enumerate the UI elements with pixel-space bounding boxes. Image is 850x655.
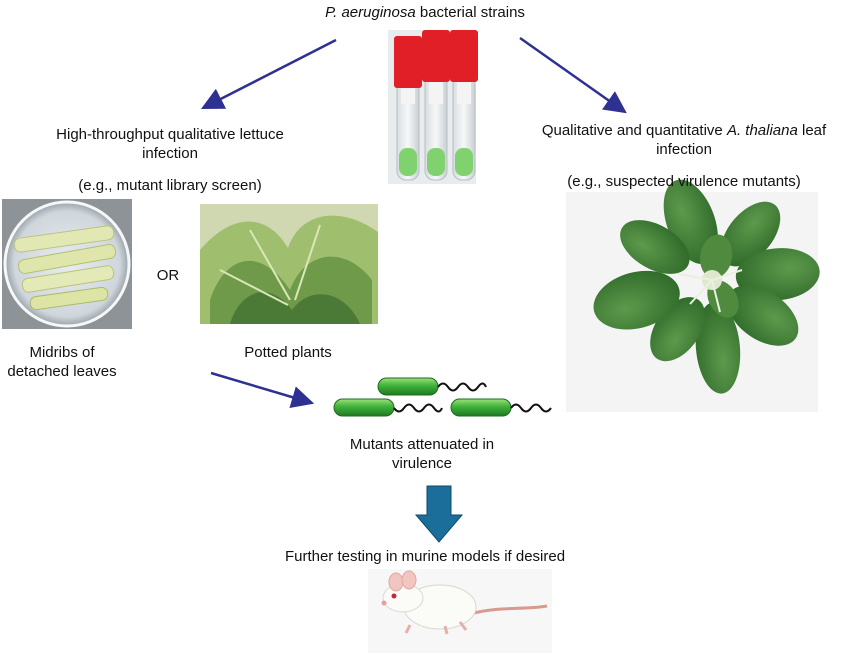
arrow-title-to-arabidopsis	[519, 36, 627, 114]
arrow-title-to-lettuce	[200, 38, 337, 110]
rosette-leaf	[620, 220, 690, 274]
arabidopsis-line1-pre: Qualitative and quantitative	[541, 122, 727, 139]
title-species: P. aeruginosa	[325, 4, 416, 21]
lettuce-midrib	[29, 286, 109, 311]
further-testing-label: Further testing in murine models if desi…	[284, 548, 566, 565]
midribs-line1: Midribs of	[29, 344, 95, 361]
lettuce-infection-line2: infection	[142, 145, 198, 162]
arabidopsis-line1-post: leaf	[797, 122, 827, 139]
arabidopsis-rosette-photo	[566, 179, 820, 412]
test-tubes-photo	[388, 30, 478, 184]
potted-plants-label: Potted plants	[244, 344, 332, 361]
midribs-line2: detached leaves	[7, 363, 117, 380]
mouse-tail	[469, 604, 548, 616]
test-tube	[450, 30, 478, 181]
arabidopsis-infection-line1: Qualitative and quantitative A. thaliana…	[520, 121, 848, 140]
title-rest: bacterial strains	[415, 4, 525, 21]
arrow-lettuce-to-mutants	[210, 371, 315, 409]
bacterium	[377, 377, 487, 396]
mutants-line1: Mutants attenuated in	[349, 436, 495, 453]
arabidopsis-species: A. thaliana	[726, 122, 798, 139]
rosette-leaf	[699, 234, 733, 279]
midribs-label: Midribs of detached leaves	[0, 343, 124, 381]
test-tube	[422, 30, 450, 181]
rosette-leaf	[593, 270, 680, 330]
arabidopsis-example-label: (e.g., suspected virulence mutants)	[567, 173, 801, 190]
arabidopsis-infection-label: Qualitative and quantitative A. thaliana…	[520, 121, 848, 159]
mutant-bacteria	[333, 377, 552, 417]
lettuce-infection-label: High-throughput qualitative lettuce infe…	[20, 125, 320, 163]
lettuce-midrib	[17, 244, 117, 274]
lettuce-example-label: (e.g., mutant library screen)	[78, 177, 262, 194]
bacterium	[450, 398, 552, 417]
mutants-line2: virulence	[391, 455, 453, 472]
lettuce-midrib	[13, 225, 115, 253]
mouse-photo	[368, 569, 552, 653]
rosette-leaf	[695, 301, 741, 394]
midribs-dish-photo	[2, 199, 132, 329]
block-arrow-down	[414, 485, 464, 543]
bacterium	[333, 398, 443, 417]
lettuce-infection-line1: High-throughput qualitative lettuce	[56, 126, 284, 143]
potted-lettuce-photo	[200, 204, 378, 324]
test-tube	[394, 36, 422, 181]
arabidopsis-infection-line2: infection	[656, 141, 712, 158]
title-label: P. aeruginosa bacterial strains	[0, 3, 850, 22]
rosette-leaf	[727, 285, 799, 346]
mutants-label: Mutants attenuated in virulence	[322, 435, 522, 473]
lettuce-midrib	[21, 265, 115, 293]
or-label: OR	[156, 267, 180, 284]
